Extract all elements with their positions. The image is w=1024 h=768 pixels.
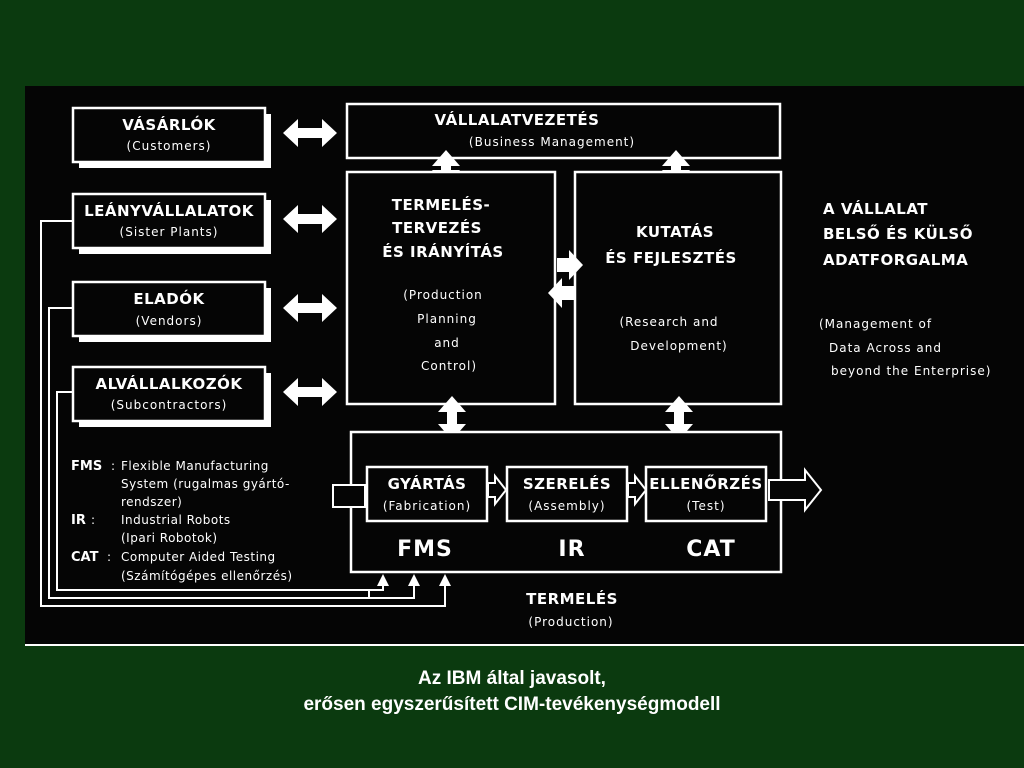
external-subtitle: (Subcontractors) (111, 398, 228, 412)
slide-caption: Az IBM által javasolt, erősen egyszerűsí… (0, 666, 1024, 718)
external-box-vendors: ELADÓK (Vendors) (71, 280, 271, 342)
production-box: GYÁRTÁS (Fabrication) SZERELÉS (Assembly… (332, 430, 823, 574)
planning-box: TERMELÉS- TERVEZÉS ÉS IRÁNYÍTÁS (Product… (345, 170, 557, 406)
flow-arrow-icon (487, 473, 508, 507)
management-subtitle: (Business Management) (469, 135, 635, 149)
legend-line: (Ipari Robotok) (121, 531, 218, 545)
management-title: VÁLLALATVEZETÉS (435, 110, 600, 129)
step-subtitle: (Assembly) (528, 499, 605, 513)
double-arrow-icon (283, 119, 337, 147)
research-subtitle-line: (Research and (619, 315, 718, 329)
legend-separator: : (111, 459, 116, 473)
caption-line: erősen egyszerűsített CIM-tevékenységmod… (303, 694, 721, 715)
step-title: ELLENŐRZÉS (649, 473, 762, 493)
step-subtitle: (Fabrication) (383, 499, 471, 513)
external-subtitle: (Customers) (127, 139, 212, 153)
step-box-test: ELLENŐRZÉS (Test) (644, 465, 768, 523)
side-title-line: BELSŐ ÉS KÜLSŐ (823, 223, 973, 243)
left-arrow-icon (548, 278, 574, 308)
caption-line: Az IBM által javasolt, (418, 668, 606, 689)
external-title: ELADÓK (133, 289, 205, 308)
flow-arrow-icon (627, 473, 648, 507)
step-subtitle: (Test) (687, 499, 726, 513)
production-title: TERMELÉS (526, 589, 618, 608)
step-box-fabrication: GYÁRTÁS (Fabrication) (365, 465, 489, 523)
side-subtitle-line: beyond the Enterprise) (831, 364, 991, 378)
vertical-double-arrow-icon (438, 396, 466, 440)
legend-separator: : (91, 513, 96, 527)
connector-lines (40, 220, 451, 607)
research-title-line: ÉS FEJLESZTÉS (605, 248, 737, 267)
planning-subtitle-line: Planning (417, 312, 477, 326)
legend-abbr: CAT (71, 550, 99, 565)
step-box-assembly: SZERELÉS (Assembly) (505, 465, 629, 523)
external-subtitle: (Vendors) (136, 314, 203, 328)
step-title: SZERELÉS (523, 474, 611, 493)
legend-line: rendszer) (121, 495, 182, 509)
side-text: A VÁLLALAT BELSŐ ÉS KÜLSŐ ADATFORGALMA (… (819, 199, 991, 378)
legend-separator: : (107, 550, 112, 564)
double-arrow-icon (283, 294, 337, 322)
side-title-line: ADATFORGALMA (823, 251, 968, 269)
external-box-sister-plants: LEÁNYVÁLLALATOK (Sister Plants) (71, 192, 271, 254)
step-title: GYÁRTÁS (388, 474, 467, 493)
management-box: VÁLLALATVEZETÉS (Business Management) (345, 102, 782, 160)
research-box: KUTATÁS ÉS FEJLESZTÉS (Research and Deve… (573, 170, 783, 406)
input-arrow-icon (332, 484, 366, 508)
side-subtitle-line: Data Across and (829, 341, 942, 355)
planning-subtitle-line: (Production (403, 288, 483, 302)
legend-line: Industrial Robots (121, 513, 231, 527)
legend-line: (Számítógépes ellenőrzés) (121, 569, 293, 583)
legend: FMS : Flexible Manufacturing System (rug… (71, 459, 293, 583)
abbr-cat: CAT (686, 537, 735, 562)
research-title-line: KUTATÁS (636, 222, 714, 241)
legend-line: System (rugalmas gyártó- (121, 477, 290, 491)
research-subtitle-line: Development) (630, 339, 727, 353)
vertical-double-arrow-icon (665, 396, 693, 440)
abbr-ir: IR (558, 537, 585, 562)
legend-abbr: IR (71, 513, 86, 528)
planning-title-line: TERVEZÉS (392, 218, 482, 237)
external-box-subcontractors: ALVÁLLALKOZÓK (Subcontractors) (71, 365, 271, 427)
legend-line: Flexible Manufacturing (121, 459, 269, 473)
external-title: ALVÁLLALKOZÓK (95, 374, 243, 393)
double-arrow-icon (283, 205, 337, 233)
right-arrow-icon (557, 250, 583, 280)
legend-abbr: FMS (71, 459, 102, 474)
planning-subtitle-line: and (434, 336, 460, 350)
planning-title-line: TERMELÉS- (392, 195, 491, 214)
side-subtitle-line: (Management of (819, 317, 932, 331)
planning-subtitle-line: Control) (421, 359, 477, 373)
planning-title-line: ÉS IRÁNYÍTÁS (382, 242, 504, 261)
double-arrow-icon (283, 378, 337, 406)
output-arrow-icon (768, 467, 823, 513)
external-box-customers: VÁSÁRLÓK (Customers) (71, 106, 271, 168)
external-title: VÁSÁRLÓK (122, 115, 216, 134)
legend-line: Computer Aided Testing (121, 550, 276, 564)
diagram-panel: VÁSÁRLÓK (Customers) LEÁNYVÁLLALATOK (Si… (25, 86, 1024, 646)
external-subtitle: (Sister Plants) (120, 225, 219, 239)
external-title: LEÁNYVÁLLALATOK (84, 201, 255, 220)
production-subtitle: (Production) (528, 615, 613, 629)
abbr-fms: FMS (397, 537, 453, 562)
cim-diagram: VÁSÁRLÓK (Customers) LEÁNYVÁLLALATOK (Si… (40, 102, 991, 629)
side-title-line: A VÁLLALAT (823, 199, 928, 218)
